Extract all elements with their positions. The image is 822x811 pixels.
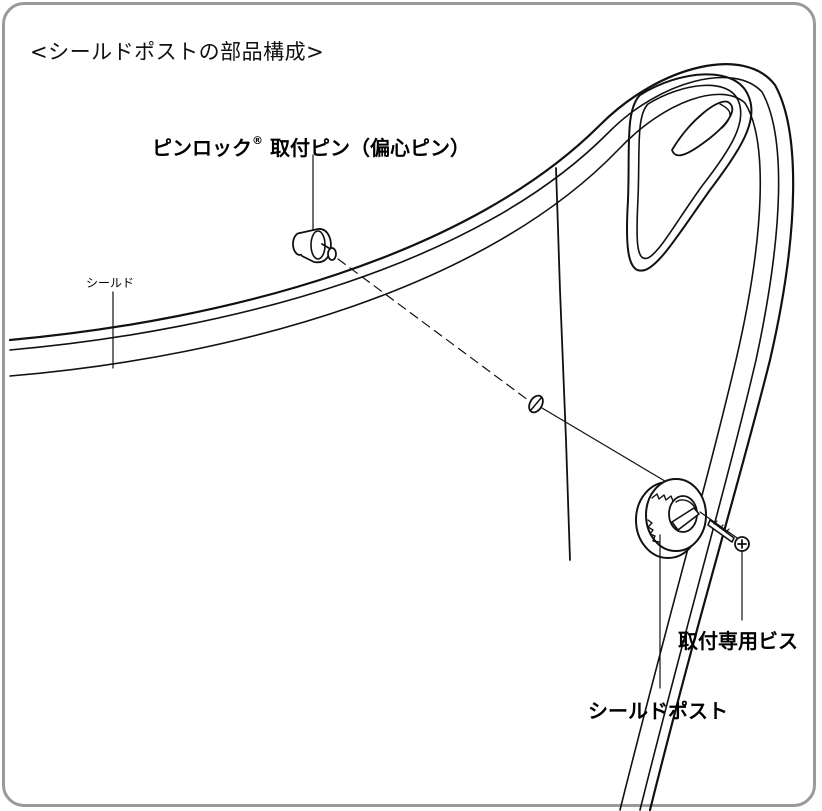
post-alignment-line [541, 407, 681, 491]
pinlock-pin-label-rest: 取付ピン（偏心ピン） [263, 136, 470, 160]
pinlock-pin-label: ピンロック® 取付ピン（偏心ピン） [152, 132, 470, 161]
shield-post-label: シールドポスト [588, 699, 728, 723]
pinlock-pin-label-main: ピンロック [152, 136, 252, 160]
screw-part [699, 511, 750, 621]
screw-label: 取付専用ビス [678, 629, 798, 653]
shield-tab-inner [636, 84, 742, 260]
shield-mount-hole [528, 394, 544, 414]
diagram-title: <シールドポストの部品構成> [30, 40, 325, 64]
shield-tab-hole [671, 100, 734, 157]
pinlock-pin-part [292, 154, 337, 264]
shield-label: シールド [86, 276, 135, 290]
shield-outline [8, 63, 795, 811]
lens-boundary-line [555, 167, 571, 561]
shield-band-inner [9, 76, 780, 811]
alignment-dashed-line [337, 258, 529, 401]
shield-tab [625, 73, 753, 272]
shield-post-part [635, 478, 707, 689]
registered-mark: ® [252, 134, 263, 147]
screw-alignment-line [699, 511, 741, 541]
